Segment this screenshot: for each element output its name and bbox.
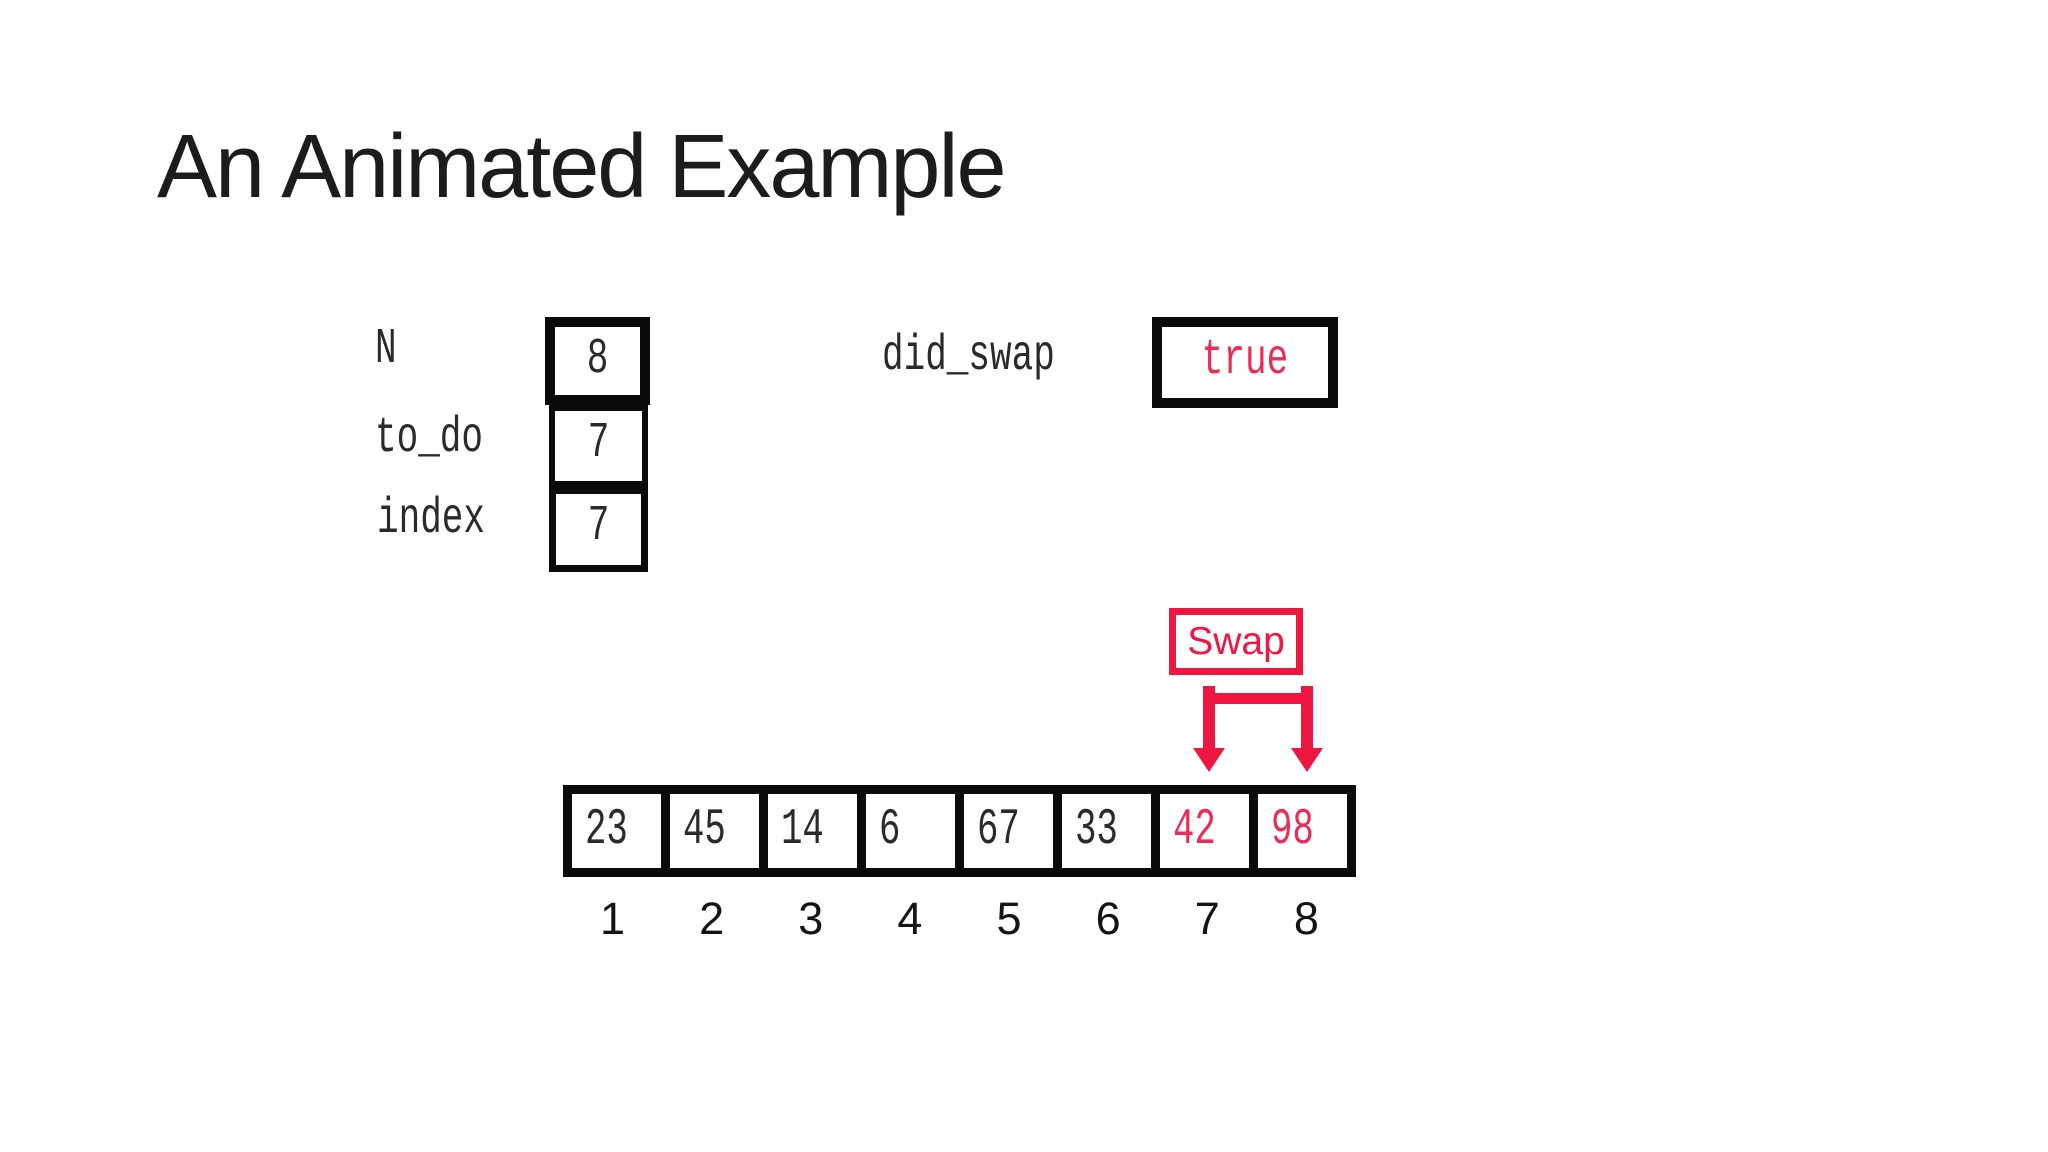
bracket-arm-left	[1203, 693, 1215, 749]
array-cell-6: 33	[1053, 794, 1151, 868]
array-cell-1: 23	[572, 794, 661, 868]
variable-box-n: 8	[545, 317, 650, 405]
array-cell-value: 6	[879, 802, 901, 859]
variable-value-n: 8	[586, 331, 609, 388]
did-swap-label: did_swap	[882, 328, 1055, 385]
arrowhead-left-icon	[1193, 748, 1225, 772]
array-index-label: 2	[699, 893, 725, 944]
did-swap-box: true	[1152, 317, 1338, 408]
variable-box-to-do: 7	[549, 405, 648, 487]
array-cell-4: 6	[857, 794, 955, 868]
bracket-arm-right	[1301, 693, 1313, 749]
bracket-bar	[1203, 693, 1313, 704]
did-swap-value: true	[1201, 332, 1289, 389]
array-cell-value: 14	[781, 802, 824, 859]
array-index-label: 4	[897, 893, 923, 944]
array-index-label: 8	[1293, 893, 1319, 944]
variable-value-to-do: 7	[587, 415, 610, 472]
array: 23 45 14 6 67 33 42 98	[563, 785, 1356, 877]
arrowhead-right-icon	[1291, 748, 1323, 772]
array-index-label: 6	[1095, 893, 1121, 944]
swap-callout-box: Swap	[1169, 608, 1303, 675]
array-index-label: 3	[798, 893, 824, 944]
array-cell-value: 98	[1271, 802, 1314, 859]
array-index-label: 1	[600, 893, 626, 944]
variable-label-index: index	[377, 491, 486, 548]
variable-label-n: N	[375, 321, 397, 378]
array-cell-value: 33	[1075, 802, 1118, 859]
array-indices: 1 2 3 4 5 6 7 8	[563, 896, 1356, 941]
slide-title: An Animated Example	[157, 117, 1006, 217]
array-cell-3: 14	[759, 794, 857, 868]
bracket-stub-right	[1301, 686, 1313, 694]
array-index-label: 7	[1194, 893, 1220, 944]
swap-callout-label: Swap	[1187, 620, 1285, 663]
array-index-label: 5	[996, 893, 1022, 944]
array-cell-value: 42	[1173, 802, 1216, 859]
variable-value-index: 7	[587, 498, 610, 555]
variable-label-to-do: to_do	[375, 410, 484, 467]
array-cell-2: 45	[661, 794, 759, 868]
array-cell-value: 45	[683, 802, 726, 859]
array-cell-value: 23	[585, 802, 628, 859]
variable-box-index: 7	[549, 487, 648, 572]
array-cell-8: 98	[1249, 794, 1347, 868]
array-cell-value: 67	[977, 802, 1020, 859]
array-cell-7: 42	[1151, 794, 1249, 868]
array-cell-5: 67	[955, 794, 1053, 868]
bracket-stub-left	[1203, 686, 1215, 694]
